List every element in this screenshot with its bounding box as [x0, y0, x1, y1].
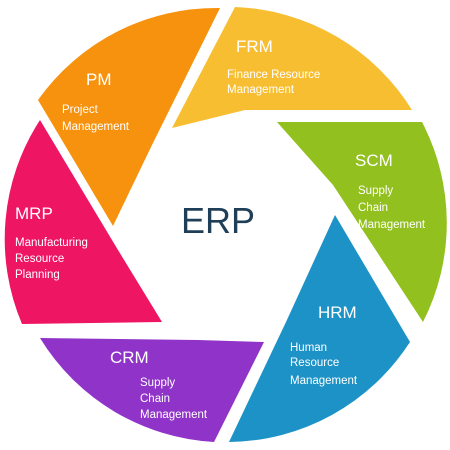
- hrm-description: Human Resource Management: [290, 342, 358, 387]
- scm-description: Supply Chain Management: [358, 185, 426, 231]
- pm-description: Project Management: [62, 104, 130, 133]
- scm-abbr: SCM: [355, 151, 393, 170]
- module-pm: PM Project Management: [38, 7, 220, 227]
- frm-description: Finance Resource Management: [227, 69, 324, 96]
- frm-segment: [172, 7, 412, 128]
- center-title: ERP: [181, 200, 255, 241]
- crm-description: Supply Chain Management: [140, 377, 208, 421]
- mrp-description: Manufacturing Resource Planning: [15, 237, 91, 281]
- mrp-segment: [4, 120, 163, 324]
- hrm-abbr: HRM: [318, 303, 357, 322]
- scm-segment: [277, 122, 447, 322]
- module-hrm: HRM Human Resource Management: [229, 215, 410, 442]
- module-frm: FRM Finance Resource Management: [172, 7, 412, 128]
- module-crm: CRM Supply Chain Management: [40, 338, 264, 442]
- pm-abbr: PM: [86, 70, 112, 89]
- hrm-segment: [229, 215, 410, 442]
- mrp-abbr: MRP: [15, 204, 53, 223]
- crm-segment: [40, 338, 264, 442]
- module-scm: SCM Supply Chain Management: [277, 122, 447, 322]
- module-mrp: MRP Manufacturing Resource Planning: [4, 120, 163, 324]
- crm-abbr: CRM: [110, 348, 149, 367]
- frm-abbr: FRM: [236, 37, 273, 56]
- pm-segment: [38, 7, 220, 227]
